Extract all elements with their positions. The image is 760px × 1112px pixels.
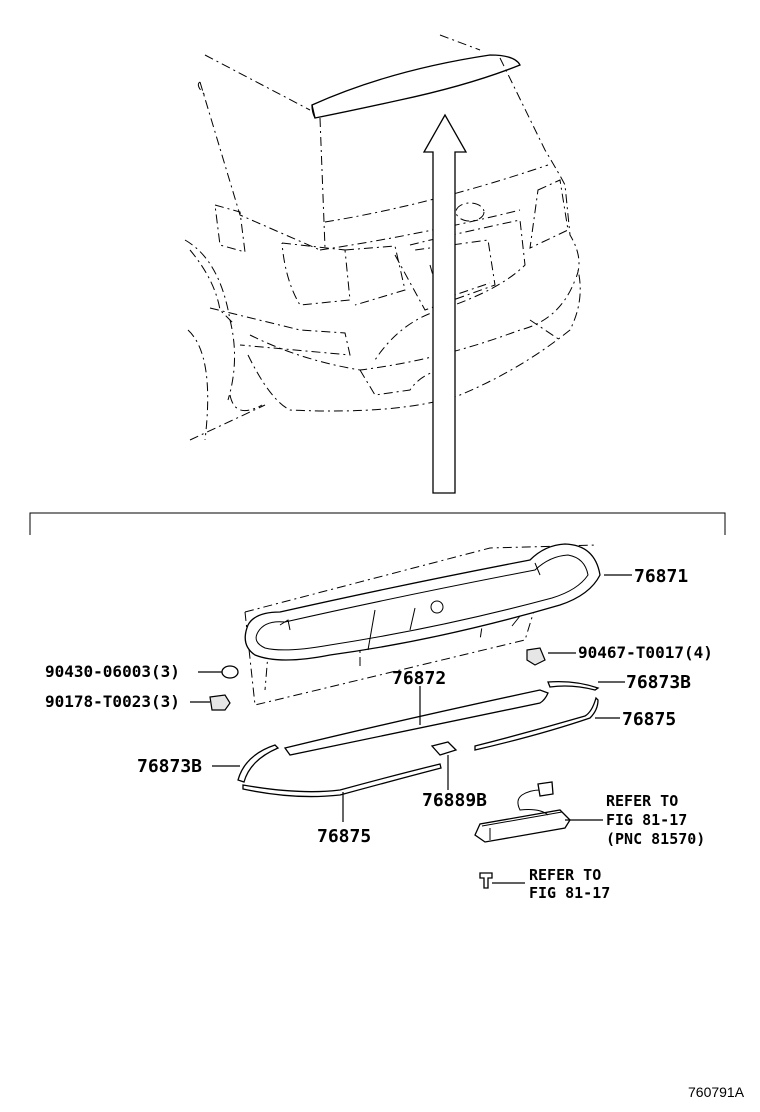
reference-screw-line2: FIG 81-17 [529, 884, 610, 902]
assembly-bracket [29, 512, 726, 535]
reference-lamp-line2: FIG 81-17 [606, 811, 687, 829]
callout-76873b-left: 76873B [137, 756, 202, 777]
callout-76875-left: 76875 [317, 826, 371, 847]
clip-icon [526, 647, 546, 666]
callout-90467: 90467-T0017(4) [578, 643, 713, 662]
callout-76871: 76871 [634, 566, 688, 587]
leader-lines [190, 574, 632, 884]
callout-90430: 90430-06003(3) [45, 662, 180, 681]
callout-76889b: 76889B [422, 790, 487, 811]
reference-screw-line1: REFER TO [529, 866, 601, 884]
callout-76873b-right: 76873B [626, 672, 691, 693]
callout-76875-right: 76875 [622, 709, 676, 730]
vehicle-rear-illustration-icon [184, 34, 581, 441]
grommet-icon [221, 665, 239, 679]
callout-90178: 90178-T0023(3) [45, 692, 180, 711]
nut-icon [209, 694, 231, 711]
reference-lamp-line1: REFER TO [606, 792, 678, 810]
spoiler-part-icon [244, 543, 601, 706]
figure-id: 760791A [688, 1084, 745, 1100]
stop-lamp-icon [474, 781, 571, 843]
callout-76872: 76872 [392, 668, 446, 689]
up-arrow-icon [422, 113, 468, 494]
reference-lamp-line3: (PNC 81570) [606, 830, 705, 848]
screw-icon [479, 872, 493, 889]
tape-parts [237, 680, 600, 798]
